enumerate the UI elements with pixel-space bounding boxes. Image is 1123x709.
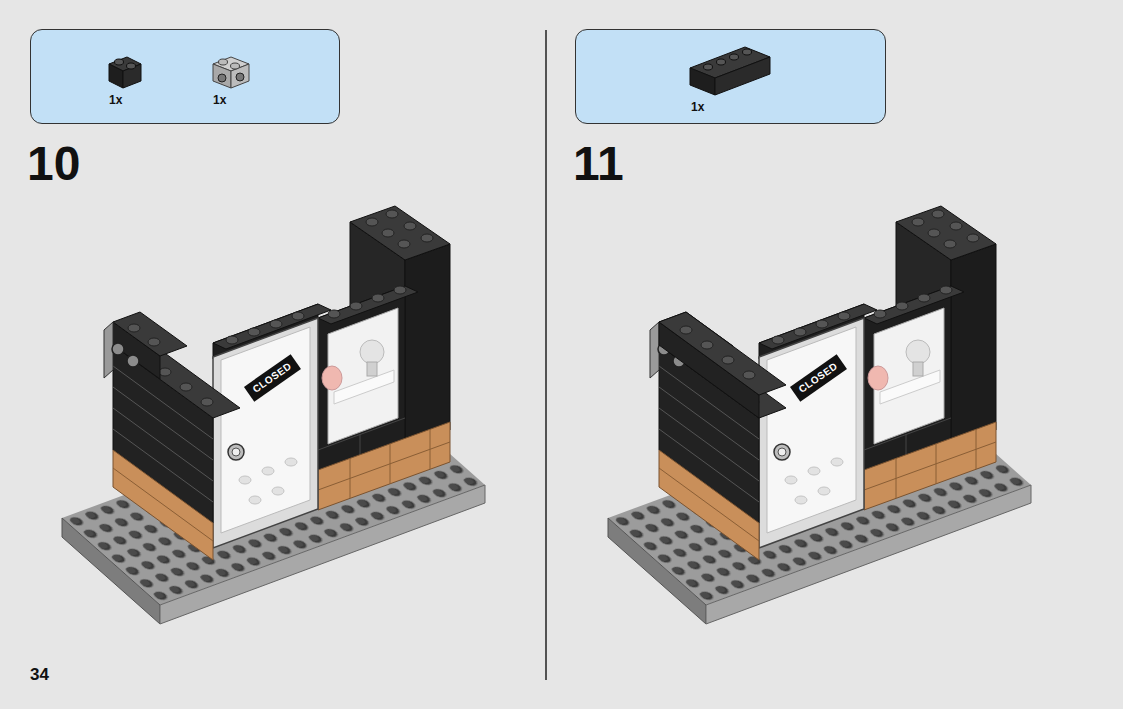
illustration-part — [236, 73, 244, 81]
illustration-part — [109, 64, 123, 88]
quantity-label: 1x — [109, 94, 122, 106]
quantity-label: 1x — [691, 101, 704, 113]
illustration-part — [730, 54, 739, 60]
illustration-part — [213, 57, 249, 71]
illustration-part — [231, 64, 249, 88]
illustration-part — [659, 312, 786, 418]
step-number: 10 — [27, 140, 80, 188]
illustration-part — [717, 59, 726, 65]
illustration-part — [231, 63, 240, 69]
illustration-part — [704, 64, 713, 70]
illustration-part — [608, 206, 1031, 624]
illustration-part — [127, 63, 136, 69]
illustration-part — [218, 74, 226, 82]
illustration-part — [743, 49, 752, 55]
illustration-part — [722, 356, 734, 364]
page-number: 34 — [30, 666, 49, 683]
door-sign: CLOSED — [789, 354, 846, 401]
illustration-part — [701, 341, 713, 349]
illustration-part — [213, 64, 231, 88]
illustration-part — [219, 59, 228, 65]
illustration-part — [115, 59, 124, 65]
illustration-part — [690, 47, 770, 78]
illustration-part — [690, 68, 715, 95]
illustration-part — [680, 326, 692, 334]
door-sign: CLOSED — [243, 354, 300, 401]
parts-callout: 1x — [575, 29, 886, 124]
illustration-part — [62, 206, 485, 624]
quantity-label: 1x — [213, 94, 226, 106]
illustration-part — [715, 57, 770, 95]
illustration-part — [743, 371, 755, 379]
illustration-part — [109, 57, 141, 71]
illustration-part — [545, 30, 547, 680]
illustration-part — [659, 312, 786, 395]
step-number: 11 — [573, 140, 624, 188]
illustration-part — [123, 64, 141, 88]
parts-callout: 1x 1x — [30, 29, 340, 124]
